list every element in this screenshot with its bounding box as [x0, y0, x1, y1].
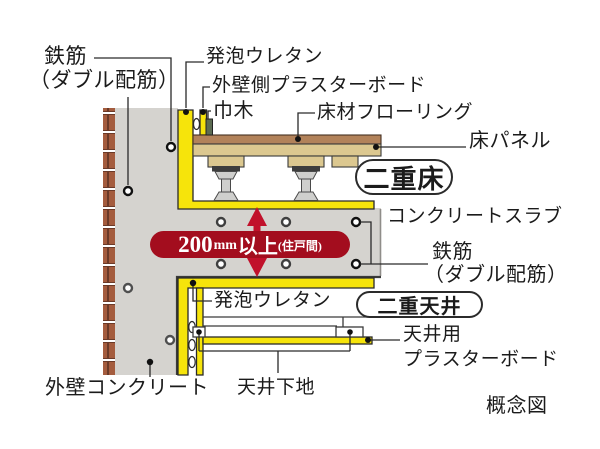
- rebar-circle: [280, 216, 292, 228]
- caption-conceptual-diagram: 概念図: [486, 395, 548, 417]
- anchor-dot: [347, 329, 353, 335]
- leader-urethane-bottom: [192, 286, 212, 302]
- rebar-circle: [350, 258, 362, 270]
- anchor-dot: [196, 329, 202, 335]
- label-floor-panel: 床パネル: [469, 130, 551, 152]
- label-flooring: 床材フローリング: [317, 102, 474, 123]
- label-ceiling-plasterboard-sub: プラスターボード: [403, 349, 559, 370]
- label-exterior-plasterboard: 外壁側プラスターボード: [212, 75, 427, 96]
- pedestal: [212, 166, 240, 201]
- anchor-dot: [295, 136, 301, 142]
- slab-bottom-outline: [175, 275, 381, 375]
- label-exterior-concrete: 外壁コンクリート: [45, 377, 209, 399]
- spec-value: 200: [178, 231, 213, 257]
- rebar-circle: [164, 334, 176, 346]
- leader-flooring: [297, 112, 315, 136]
- label-urethane-bottom: 発泡ウレタン: [214, 290, 332, 311]
- rebar-circle: [350, 216, 362, 228]
- leader-urethane-top: [185, 61, 204, 108]
- floor-panel-layer: [192, 143, 382, 157]
- rebar-circle: [122, 185, 134, 197]
- rebar-circle: [280, 258, 292, 270]
- label-concrete-slab: コンクリートスラブ: [387, 206, 563, 227]
- label-ceiling-substrate: 天井下地: [237, 377, 316, 398]
- rebar-circle: [215, 258, 227, 270]
- leader-rebar-right-1: [360, 221, 372, 264]
- anchor-dot: [365, 337, 371, 343]
- label-ceiling-plasterboard: 天井用: [403, 324, 462, 345]
- clip-ellipse: [188, 338, 196, 352]
- floor-pedestals: [212, 166, 320, 201]
- panel-rib: [331, 155, 359, 168]
- leader-ext-plasterboard: [202, 86, 210, 108]
- rebar-circle: [215, 216, 227, 228]
- pedestal: [292, 166, 320, 201]
- leader-ceiling-substrate: [198, 334, 351, 373]
- floor-assembly: [192, 118, 382, 168]
- ceiling-plasterboard: [202, 336, 373, 345]
- label-rebar-right: 鉄筋: [432, 241, 473, 263]
- flooring-layer: [192, 134, 382, 145]
- urethane-wall-and-slab-top: [177, 109, 375, 210]
- spec-note: (住戸間): [277, 239, 322, 253]
- badge-double-floor: 二重床: [355, 159, 453, 195]
- anchor-dot: [183, 109, 189, 115]
- leader-rebar-left-1: [94, 57, 172, 141]
- ceiling-substrate-frame: [192, 316, 372, 338]
- anchor-dot: [200, 109, 206, 115]
- badge-double-ceiling: 二重天井: [356, 291, 483, 318]
- label-baseboard: 巾木: [213, 100, 254, 122]
- label-rebar-left-sub: （ダブル配筋）: [29, 68, 180, 92]
- anchor-dot: [373, 144, 379, 150]
- anchor-dot: [189, 279, 197, 287]
- leader-lines: [94, 57, 466, 377]
- clip-ellipse: [192, 117, 201, 131]
- rebar-sections: [122, 141, 362, 346]
- label-rebar-left: 鉄筋: [44, 44, 87, 68]
- spec-suffix: 以上: [237, 236, 278, 258]
- leader-dots: [146, 109, 379, 366]
- spec-unit: mm: [213, 238, 237, 253]
- label-urethane-top: 発泡ウレタン: [206, 46, 324, 67]
- label-rebar-right-sub: （ダブル配筋）: [424, 264, 568, 286]
- leader-baseboard: [207, 110, 211, 119]
- brick-tile-facing: [103, 108, 115, 375]
- rebar-circle: [122, 282, 134, 294]
- panel-rib: [207, 155, 245, 168]
- rebar-circle: [165, 141, 177, 153]
- anchor-dot: [146, 358, 154, 366]
- baseboard-block: [205, 118, 213, 136]
- panel-rib: [287, 155, 325, 168]
- clip-ellipse: [188, 355, 196, 369]
